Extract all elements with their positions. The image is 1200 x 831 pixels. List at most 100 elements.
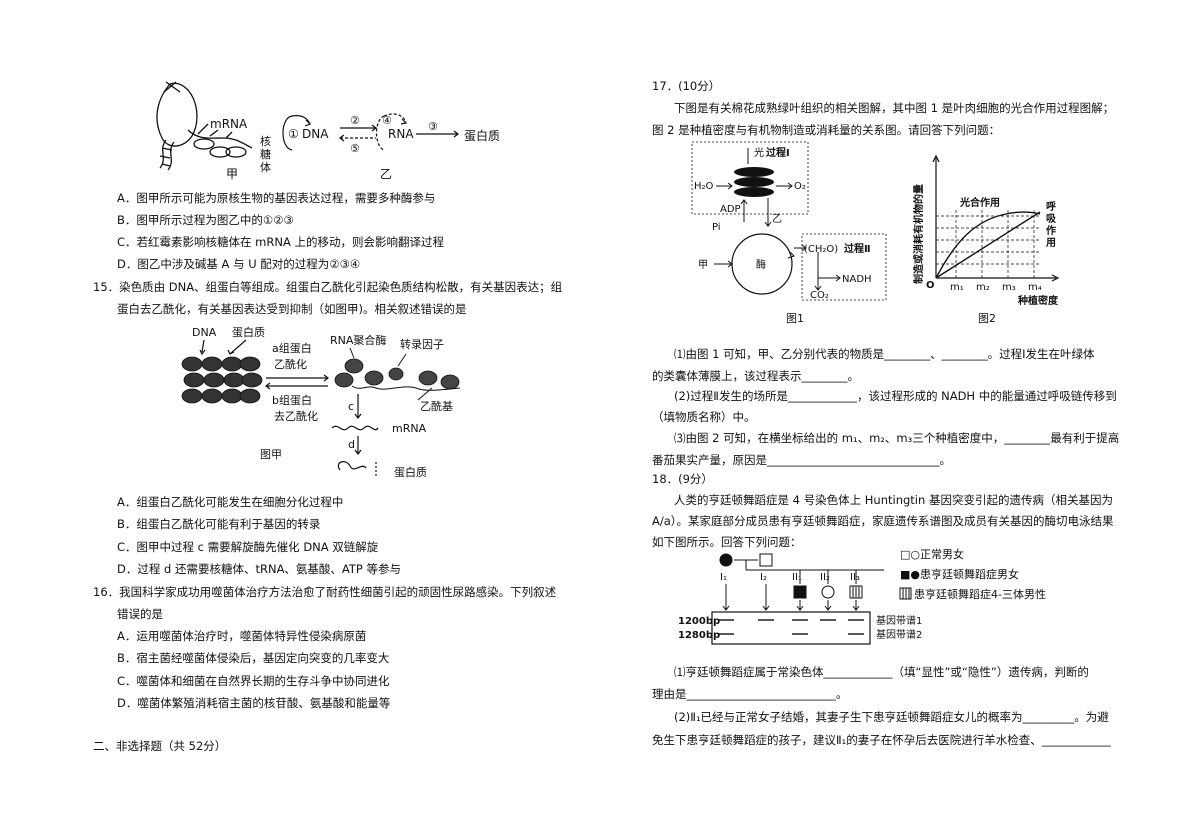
q15-loose-chromatin <box>334 358 460 390</box>
q14-n3: ③ <box>428 120 438 133</box>
q15-condensed-chromatin <box>181 356 263 404</box>
q14-figure: mRNA 核 糖 体 甲 ① DNA ② ④ RNA ③ ⑤ 蛋白质 乙 <box>156 81 500 180</box>
q15-rnapol-label: RNA聚合酶 <box>330 333 386 347</box>
q15-stem-1: 15．染色质由 DNA、组蛋白等组成。组蛋白乙酰化引起染色质结构松散，有关基因表… <box>93 280 563 294</box>
section-2-title: 二、非选择题（共 52分） <box>93 739 227 753</box>
fig2-xlabel: 种植密度 <box>1017 294 1059 307</box>
q15-a-label-1: a组蛋白 <box>272 341 312 355</box>
fig2-respiration-line <box>935 211 1041 279</box>
q14-option-d: D．图乙中涉及碱基 A 与 U 配对的过程为②③④ <box>117 257 361 271</box>
q14-ribosome-label-1: 核 <box>260 134 271 148</box>
pedigree-ii3 <box>849 585 863 599</box>
q14-mrna-label: mRNA <box>210 117 248 131</box>
q18-intro-1: 人类的亨廷顿舞蹈症是 4 号染色体上 Huntingtin 基因突变引起的遗传病… <box>674 493 1113 507</box>
fig2-photo-label: 光合作用 <box>959 196 1000 209</box>
q15-b-label-1: b组蛋白 <box>272 393 312 407</box>
fig1-ch2o: (CH₂O) <box>804 244 838 255</box>
q14-n5: ⑤ <box>350 142 360 155</box>
fig1-guang: 光 <box>754 146 764 159</box>
legend-affected: ■●患亨廷顿舞蹈症男女 <box>900 567 1019 581</box>
pedigree-label-ii1: II₁ <box>792 572 802 583</box>
q14-n1: ① <box>288 127 299 141</box>
fig2-tick-m1: m₁ <box>950 282 964 293</box>
q14-option-a: A．图甲所示可能为原核生物的基因表达过程，需要多种酶参与 <box>117 191 436 205</box>
q14-ribosome-label-2: 糖 <box>260 147 271 161</box>
fig1-adp: ADP <box>720 204 741 215</box>
fig1-pi: Pi <box>712 222 721 233</box>
fig2-resp-1: 呼 <box>1046 200 1056 213</box>
gel-band-2: 基因带谱2 <box>876 628 922 641</box>
pedigree-label-ii3: II₃ <box>850 572 860 583</box>
q18-part2-line1: (2)Ⅱ₁已经与正常女子结婚，其妻子生下患亨廷顿舞蹈症女儿的概率为_______… <box>674 710 1109 724</box>
fig1-yi: 乙 <box>772 213 782 225</box>
q17-heading: 17．(10分） <box>652 79 721 93</box>
fig2-resp-4: 用 <box>1045 237 1056 249</box>
fig2-label: 图2 <box>978 312 996 325</box>
q18-part1-line2: 理由是__________________________。 <box>652 687 848 701</box>
pedigree-label-ii2: II₂ <box>820 572 830 583</box>
fig2-origin: O <box>926 280 935 291</box>
fig1-proc2: 过程Ⅱ <box>844 242 871 255</box>
q16-stem-1: 16．我国科学家成功用噬菌体治疗方法治愈了耐药性细菌引起的顽固性尿路感染。下列叙… <box>93 585 557 599</box>
q14-fig-yi <box>282 113 459 151</box>
q16-option-a: A．运用噬菌体治疗时，噬菌体特异性侵染病原菌 <box>117 629 367 643</box>
fig1-thylakoid <box>734 167 774 197</box>
pedigree-ii2 <box>821 585 835 599</box>
q16-stem-2: 错误的是 <box>117 607 163 621</box>
q16-option-c: C．噬菌体和细菌在自然界长期的生存斗争中协同进化 <box>117 674 390 688</box>
pedigree-label-i1: I₁ <box>720 572 727 583</box>
fig2-tick-m4: m₄ <box>1028 282 1042 293</box>
q15-dna-label: DNA <box>192 326 217 339</box>
q15-option-d: D．过程 d 还需要核糖体、tRNA、氨基酸、ATP 等参与 <box>117 562 402 576</box>
fig2-resp-3: 作 <box>1046 224 1056 237</box>
q17-part2-line2: （填物质名称）中。 <box>652 410 756 424</box>
q17-part3-line1: ⑶由图 2 可知，在横坐标给出的 m₁、m₂、m₃三个种植密度中，_______… <box>674 431 1120 445</box>
pedigree-label-i2: I₂ <box>760 572 767 583</box>
q15-figure: DNA 蛋白质 a组蛋白 乙酰化 b组蛋白 去乙酰化 <box>181 325 461 479</box>
q14-yi-label: 乙 <box>380 167 392 180</box>
q14-option-c: C．若红霉素影响核糖体在 mRNA 上的移动，则会影响翻译过程 <box>117 235 445 249</box>
q16-option-b: B．宿主菌经噬菌体侵染后，基因定向突变的几率变大 <box>117 651 390 665</box>
fig2-tick-m3: m₃ <box>1002 282 1016 293</box>
q14-dna: DNA <box>302 127 329 141</box>
q17-intro-2: 图 2 是种植密度与有机物制造或消耗量的关系图。请回答下列问题： <box>652 123 1001 137</box>
pedigree-i2 <box>759 553 773 567</box>
q14-fig-jia <box>156 81 253 171</box>
q14-option-b: B．图甲所示过程为图乙中的①②③ <box>117 213 294 227</box>
q17-figure-2: 制造或消耗有机物的量 光合作用 呼 吸 作 用 O m₁ m₂ m₃ m₄ 种植… <box>912 154 1060 325</box>
q15-tf-label: 转录因子 <box>400 337 444 351</box>
q14-ribosome-label-3: 体 <box>260 160 271 174</box>
q15-option-c: C．图甲中过程 c 需要解旋酶先催化 DNA 双链解旋 <box>117 540 379 554</box>
q18-part2-line2: 免生下患亨廷顿舞蹈症的孩子，建议Ⅱ₁的妻子在怀孕后去医院进行羊水检查、_____… <box>652 733 1111 747</box>
q17-part1-line1: ⑴由图 1 可知，甲、乙分别代表的物质是________、________。过程… <box>674 347 1095 361</box>
fig1-jia: 甲 <box>698 260 708 271</box>
fig2-ylabel: 制造或消耗有机物的量 <box>912 184 925 284</box>
q18-pedigree-figure: I₁ I₂ II₁ II₂ II₃ 1200bp 1280bp 基因带谱1 基因… <box>678 548 1046 645</box>
q18-intro-3: 如下图所示。回答下列问题： <box>652 535 802 549</box>
pedigree-ii1 <box>793 585 807 599</box>
q18-part1-line1: ⑴亨廷顿舞蹈症属于常染色体____________（填“显性”或“隐性”）遗传病… <box>674 665 1089 679</box>
q17-part2-line1: (2)过程Ⅱ发生的场所是____________，该过程形成的 NADH 中的能… <box>674 389 1117 403</box>
q14-n2: ② <box>350 114 360 127</box>
q15-stem-2: 蛋白去乙酰化，有关基因表达受到抑制（如图甲)。相关叙述错误的是 <box>117 302 467 316</box>
fig2-photosynthesis-curve <box>935 211 1041 279</box>
legend-trisomy-icon <box>899 587 912 600</box>
pedigree-i1 <box>719 553 733 567</box>
q15-b-label-2: 去乙酰化 <box>274 409 318 423</box>
q18-intro-2: A/a）。某家庭部分成员患有亨廷顿舞蹈症，家庭遗传系谱图及成员有关基因的酶切电泳… <box>652 514 1114 528</box>
q15-option-a: A．组蛋白乙酰化可能发生在细胞分化过程中 <box>117 495 344 509</box>
q18-heading: 18．(9分） <box>652 472 713 486</box>
q15-acetyl-label: 乙酰基 <box>420 399 453 413</box>
fig1-mei: 酶 <box>756 258 766 271</box>
left-column: mRNA 核 糖 体 甲 ① DNA ② ④ RNA ③ ⑤ 蛋白质 乙 A．图… <box>93 81 563 753</box>
fig2-resp-2: 吸 <box>1046 213 1057 225</box>
q15-option-b: B．组蛋白乙酰化可能有利于基因的转录 <box>117 517 321 531</box>
q15-a-label-2: 乙酰化 <box>274 357 307 371</box>
q17-part3-line2: 番茄果实产量，原因是______________________________… <box>652 453 951 467</box>
q14-protein: 蛋白质 <box>464 128 500 143</box>
q14-rna: RNA <box>388 127 414 141</box>
q15-c-label: c <box>348 400 354 413</box>
q15-protein-label: 蛋白质 <box>232 325 265 339</box>
legend-trisomy: 患亨廷顿舞蹈症4-三体男性 <box>914 587 1046 601</box>
q17-intro-1: 下图是有关棉花成熟绿叶组织的相关图解，其中图 1 是叶肉细胞的光合作用过程图解； <box>674 101 1115 115</box>
